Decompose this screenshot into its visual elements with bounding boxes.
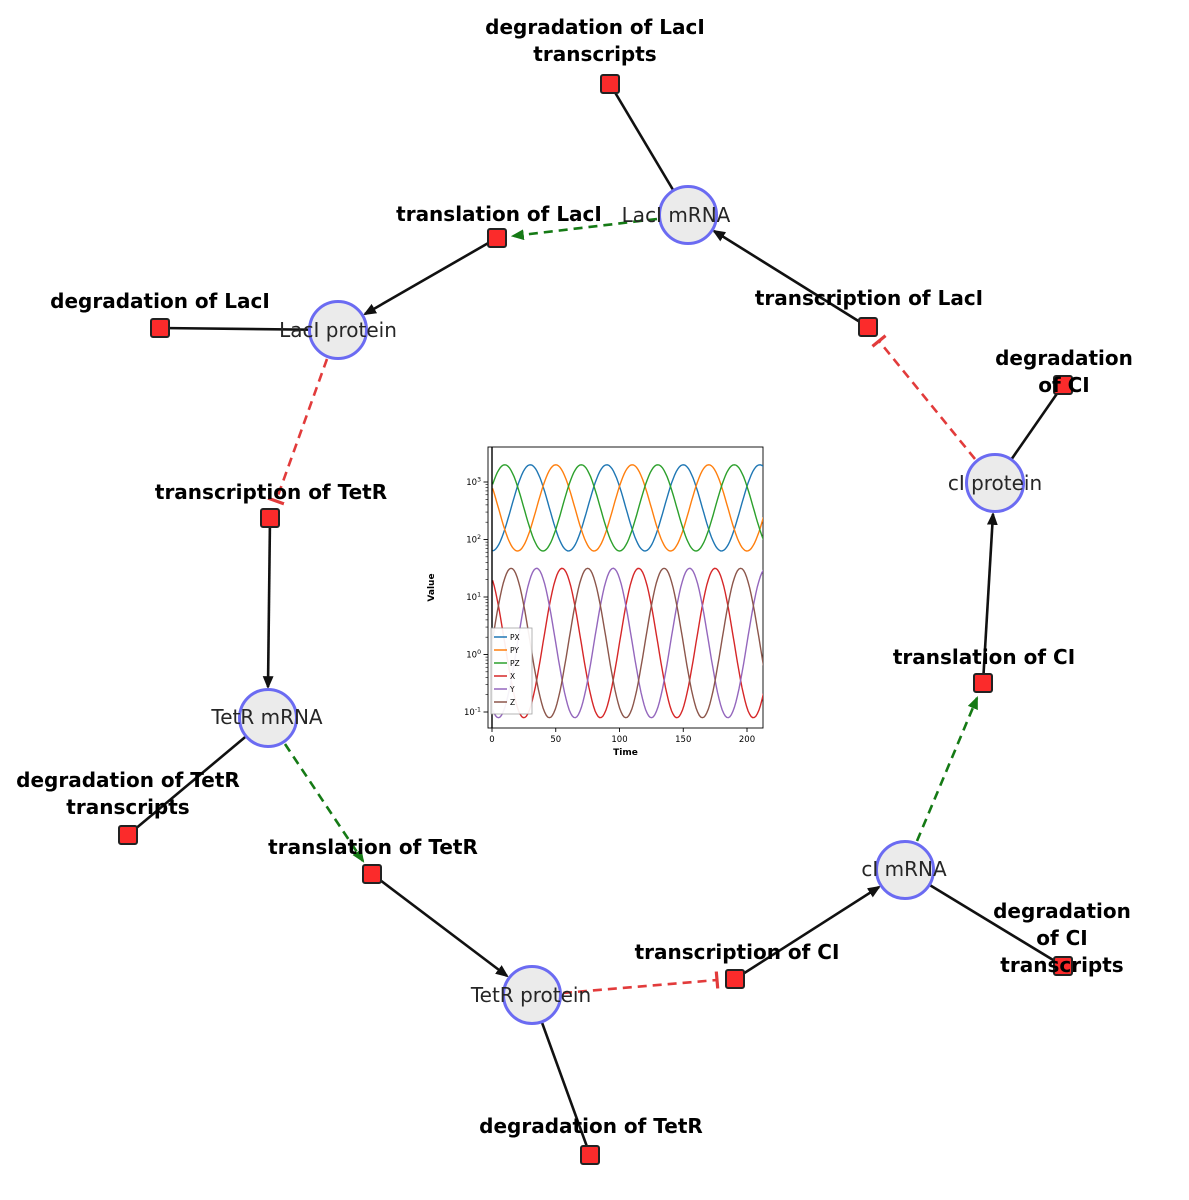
reaction-label-deg-tetr-transcripts: degradation of TetR transcripts xyxy=(16,768,240,819)
reaction-node-translation-laci[interactable] xyxy=(487,228,507,248)
species-label-laci-mrna: LacI mRNA xyxy=(621,203,731,227)
svg-text:PX: PX xyxy=(510,633,520,642)
reaction-label-deg-tetr: degradation of TetR xyxy=(479,1114,703,1138)
reaction-label-translation-ci: translation of CI xyxy=(892,645,1076,669)
edge-ci-protein-inhibits-laci[interactable] xyxy=(871,334,977,460)
reaction-node-deg-laci[interactable] xyxy=(150,318,170,338)
species-label-tetr-mrna: TetR mRNA xyxy=(211,705,323,729)
svg-text:10-1: 10-1 xyxy=(464,707,481,719)
reaction-label-transcription-ci: transcription of CI xyxy=(634,940,840,964)
svg-text:100: 100 xyxy=(611,735,627,745)
species-label-ci-mrna: cI mRNA xyxy=(861,857,947,881)
reaction-label-transcription-laci: transcription of LacI xyxy=(754,286,984,310)
reaction-label-translation-laci: translation of LacI xyxy=(396,202,602,226)
reaction-node-transcription-laci[interactable] xyxy=(858,317,878,337)
reaction-node-translation-ci[interactable] xyxy=(973,673,993,693)
species-node-ci-protein[interactable] xyxy=(965,453,1025,513)
species-label-ci-protein: cI protein xyxy=(947,471,1043,495)
species-node-ci-mrna[interactable] xyxy=(875,840,935,900)
edge-tetr-protein-inhibits-ci[interactable] xyxy=(562,971,720,995)
species-label-laci-protein: LacI protein xyxy=(279,318,397,342)
reaction-label-deg-laci: degradation of LacI xyxy=(50,289,270,313)
svg-text:Time: Time xyxy=(613,748,638,758)
svg-text:100: 100 xyxy=(466,649,481,661)
reaction-node-deg-laci-transcripts[interactable] xyxy=(600,74,620,94)
edge-translation-tetr-to-protein[interactable] xyxy=(371,872,509,978)
edge-translation-laci-to-protein[interactable] xyxy=(363,236,498,316)
svg-text:50: 50 xyxy=(550,735,561,745)
species-node-laci-mrna[interactable] xyxy=(658,185,718,245)
edge-ci-mrna-deg-transcripts[interactable] xyxy=(904,868,1064,968)
species-node-tetr-mrna[interactable] xyxy=(238,688,298,748)
reaction-node-transcription-ci[interactable] xyxy=(725,969,745,989)
reaction-label-translation-tetr: translation of TetR xyxy=(268,835,478,859)
svg-text:101: 101 xyxy=(466,592,481,604)
svg-text:103: 103 xyxy=(466,477,481,489)
reaction-node-translation-tetr[interactable] xyxy=(362,864,382,884)
svg-text:Z: Z xyxy=(510,698,515,707)
edge-translation-ci-to-protein[interactable] xyxy=(981,511,998,684)
reaction-label-deg-laci-transcripts: degradation of LacI transcripts xyxy=(485,15,705,66)
edge-transcription-laci-to-mrna[interactable] xyxy=(712,229,869,329)
svg-text:102: 102 xyxy=(466,534,481,546)
edge-tetr-mrna-modifies-translation[interactable] xyxy=(283,743,365,863)
reaction-node-deg-tetr-transcripts[interactable] xyxy=(118,825,138,845)
edge-ci-mrna-modifies-translation[interactable] xyxy=(915,696,979,842)
svg-text:150: 150 xyxy=(675,735,691,745)
species-label-tetr-protein: TetR protein xyxy=(470,983,592,1007)
species-node-tetr-protein[interactable] xyxy=(502,965,562,1025)
species-node-laci-protein[interactable] xyxy=(308,300,368,360)
reaction-node-deg-ci[interactable] xyxy=(1053,375,1073,395)
edge-laci-protein-inhibits-tetr[interactable] xyxy=(267,358,329,506)
reaction-label-deg-ci: degradation of CI xyxy=(995,346,1133,397)
svg-text:Y: Y xyxy=(509,685,515,694)
svg-text:PZ: PZ xyxy=(510,659,520,668)
edge-transcription-tetr-to-mrna[interactable] xyxy=(262,517,274,690)
svg-text:0: 0 xyxy=(489,735,494,745)
svg-text:PY: PY xyxy=(510,646,519,655)
svg-text:X: X xyxy=(510,672,515,681)
reaction-label-deg-ci-transcripts: degradation of CI transcripts xyxy=(993,899,1131,977)
edge-transcription-ci-to-mrna[interactable] xyxy=(734,885,881,981)
reaction-label-transcription-tetr: transcription of TetR xyxy=(154,480,388,504)
reaction-node-transcription-tetr[interactable] xyxy=(260,508,280,528)
svg-text:200: 200 xyxy=(739,735,755,745)
reaction-node-deg-ci-transcripts[interactable] xyxy=(1053,956,1073,976)
svg-text:Value: Value xyxy=(427,573,437,601)
edge-laci-mrna-modifies-translation[interactable] xyxy=(510,217,658,241)
reaction-node-deg-tetr[interactable] xyxy=(580,1145,600,1165)
